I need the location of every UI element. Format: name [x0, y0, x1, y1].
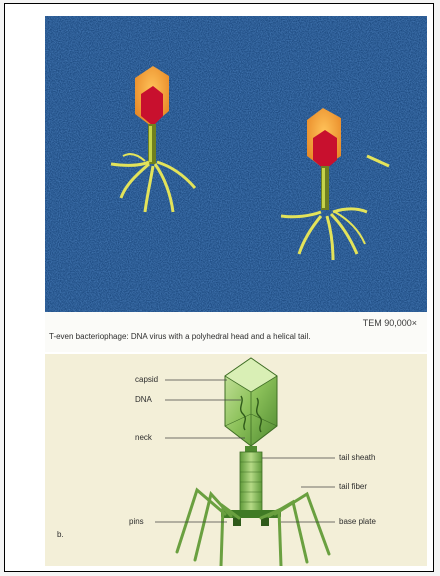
neck-shape	[245, 446, 257, 452]
caption-block: TEM 90,000× T-even bacteriophage: DNA vi…	[45, 312, 427, 352]
figure-caption: T-even bacteriophage: DNA virus with a p…	[49, 332, 311, 341]
figure-frame: TEM 90,000× T-even bacteriophage: DNA vi…	[4, 3, 434, 572]
micrograph-image	[45, 16, 427, 312]
label-tail-sheath: tail sheath	[339, 453, 375, 462]
label-tail-fiber: tail fiber	[339, 482, 367, 491]
label-base-plate: base plate	[339, 517, 376, 526]
magnification-label: TEM 90,000×	[363, 318, 417, 328]
figure: TEM 90,000× T-even bacteriophage: DNA vi…	[45, 16, 427, 566]
label-neck: neck	[135, 433, 152, 442]
label-dna: DNA	[135, 395, 152, 404]
phage-diagram: capsid DNA neck tail sheath tail fiber p…	[45, 354, 427, 566]
panel-label: b.	[57, 530, 64, 539]
tem-micrograph	[45, 16, 427, 312]
capsid-shape	[225, 358, 277, 446]
label-capsid: capsid	[135, 375, 158, 384]
label-pins: pins	[129, 517, 144, 526]
